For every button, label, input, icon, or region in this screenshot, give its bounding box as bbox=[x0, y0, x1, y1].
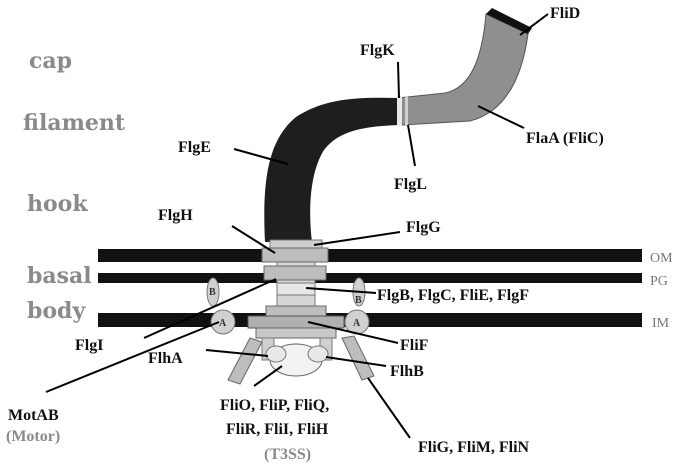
leader-flgk bbox=[397, 61, 400, 99]
label-flgbcef: FlgB, FlgC, FliE, FlgF bbox=[377, 287, 529, 304]
c-ring-left bbox=[227, 337, 263, 385]
marker-a-right: A bbox=[353, 318, 361, 329]
motb-left bbox=[206, 277, 220, 307]
l-ring bbox=[261, 247, 329, 263]
leader-flif bbox=[307, 321, 399, 344]
ms-ring-lower bbox=[255, 327, 337, 339]
label-flgg: FlgG bbox=[406, 219, 441, 236]
region-basal: basal bbox=[27, 263, 92, 289]
membrane-im: IM bbox=[652, 316, 670, 331]
label-flgi: FlgI bbox=[75, 337, 103, 354]
label-c-ring: FliG, FliM, FliN bbox=[418, 439, 530, 456]
label-flif: FliF bbox=[400, 337, 429, 354]
leader-flge bbox=[233, 148, 289, 165]
leader-flgbcef bbox=[305, 287, 377, 294]
label-flgk: FlgK bbox=[360, 42, 395, 59]
region-hook: hook bbox=[27, 191, 88, 217]
label-t3ss: (T3SS) bbox=[264, 446, 311, 463]
region-body: body bbox=[27, 298, 86, 324]
label-motab: MotAB bbox=[8, 407, 59, 424]
label-flhb: FlhB bbox=[390, 363, 424, 380]
label-flaa: FlaA (FliC) bbox=[526, 130, 604, 147]
leader-motab bbox=[45, 321, 220, 393]
flid-cap bbox=[486, 8, 532, 34]
marker-b-right: B bbox=[355, 295, 362, 306]
membrane-om: OM bbox=[650, 251, 673, 266]
leader-flgi bbox=[143, 278, 277, 339]
ms-ring-upper bbox=[265, 305, 327, 317]
label-t3ss-line1: FliO, FliP, FliQ, bbox=[220, 397, 329, 414]
marker-a-left: A bbox=[219, 318, 227, 329]
inner-membrane bbox=[98, 313, 642, 327]
leader-flgh bbox=[231, 225, 276, 254]
c-ring-right bbox=[341, 335, 375, 381]
outer-membrane bbox=[98, 249, 642, 262]
flhb-blob bbox=[307, 345, 329, 363]
leader-flhb bbox=[325, 356, 387, 367]
region-filament: filament bbox=[23, 110, 126, 136]
label-flgl: FlgL bbox=[394, 176, 427, 193]
peptidoglycan-layer bbox=[98, 273, 642, 283]
mota-left bbox=[210, 309, 236, 335]
marker-b-left: B bbox=[209, 287, 216, 298]
flha-blob bbox=[265, 345, 287, 363]
leader-flgg bbox=[313, 231, 401, 246]
leader-c-ring bbox=[367, 377, 411, 439]
hook-shape bbox=[264, 97, 402, 242]
p-ring bbox=[263, 265, 327, 281]
membrane-pg: PG bbox=[650, 274, 668, 289]
leader-flid bbox=[519, 13, 549, 36]
region-cap: cap bbox=[29, 48, 72, 74]
leader-flgl bbox=[407, 124, 416, 167]
label-motor: (Motor) bbox=[6, 428, 60, 445]
label-flha: FlhA bbox=[148, 350, 183, 367]
leader-lines bbox=[45, 13, 549, 439]
label-flge: FlgE bbox=[178, 139, 211, 156]
flgl-band bbox=[405, 96, 408, 126]
label-flgh: FlgH bbox=[158, 207, 193, 224]
leader-flha bbox=[205, 349, 269, 357]
label-t3ss-line2: FliR, FliI, FliH bbox=[226, 421, 329, 438]
leader-t3ss bbox=[253, 365, 283, 387]
leader-flaa bbox=[477, 105, 525, 129]
flgk-band bbox=[397, 96, 402, 126]
filament-shape bbox=[397, 13, 529, 126]
label-flid: FliD bbox=[550, 5, 580, 22]
